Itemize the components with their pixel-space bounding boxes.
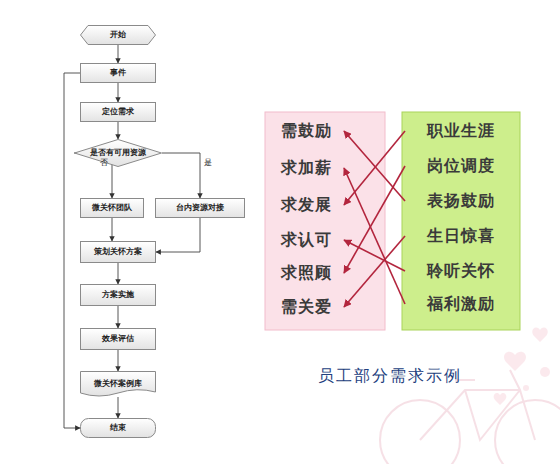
flow-connector [118,397,119,418]
process-box: 定位需求 [80,102,156,122]
caption-text: 员工部分需求示例 [290,366,490,387]
measure-word: 岗位调度 [407,155,515,177]
node-text: 职业生涯 [427,122,495,140]
measure-word: 职业生涯 [407,120,515,142]
flow-connector [118,263,119,284]
match-arrow [344,240,405,271]
process-box: 台内资源对接 [155,198,245,218]
flow-connector [112,218,113,241]
need-word: 求加薪 [270,157,342,179]
node-text: 求发展 [281,196,332,214]
need-word: 求发展 [270,194,342,216]
node-text: 需关爱 [281,298,332,316]
node-text: 求加薪 [281,159,332,177]
measures-band [402,112,520,330]
measure-word: 聆听关怀 [407,260,515,282]
node-text: 台内资源对接 [176,204,224,213]
node-text: 表扬鼓励 [427,192,495,210]
match-arrow [344,236,405,307]
end-terminal: 结束 [80,418,156,438]
flow-connector [156,218,200,252]
document-outline [81,372,156,397]
flow-connector [118,45,119,63]
node-text: 求认可 [281,231,332,249]
node-text: 策划关怀方案 [94,248,142,257]
match-arrow [344,168,405,304]
need-word: 需鼓励 [270,120,342,142]
node-text: 定位需求 [102,108,134,117]
flow-connector [74,153,112,198]
flow-connector [64,73,80,428]
node-text: 微关怀团队 [92,204,132,213]
decision-diamond: 是否有可用资源 [74,139,162,167]
node-text: 岗位调度 [427,157,495,175]
match-arrow [344,131,405,205]
flow-connector [118,83,119,102]
rounded-outline [81,419,156,438]
node-text: 需鼓励 [281,122,332,140]
need-word: 需关爱 [270,296,342,318]
flow-connector [118,122,119,139]
document-box: 微关怀案例库 [80,371,156,397]
edge-label: 是 [204,157,212,168]
edge-label: 否 [100,157,108,168]
need-word: 求认可 [270,229,342,251]
node-text: 结束 [110,424,126,433]
terminal-outline [81,26,156,45]
node-text: 开始 [110,31,126,40]
process-box: 微关怀团队 [80,198,144,218]
node-text: 是否有可用资源 [90,149,146,158]
need-word: 求照顾 [270,262,342,284]
process-box: 方案实施 [80,284,156,306]
measure-word: 福利激励 [407,293,515,315]
diamond-outline [75,140,162,167]
flow-connector [118,306,119,328]
node-text: 生日惊喜 [427,227,495,245]
measure-word: 表扬鼓励 [407,190,515,212]
flow-connector [118,350,119,371]
match-arrow [344,131,405,201]
heart-decoration [494,328,550,405]
node-text: 聆听关怀 [427,262,495,280]
node-text: 方案实施 [102,291,134,300]
start-terminal: 开始 [80,25,156,45]
node-text: 求照顾 [281,264,332,282]
measure-word: 生日惊喜 [407,225,515,247]
process-box: 效果评估 [80,328,156,350]
process-box: 事件 [80,63,156,83]
node-text: 福利激励 [427,295,495,313]
node-text: 微关怀案例库 [94,380,142,389]
match-arrow [344,166,405,273]
node-text: 效果评估 [102,335,134,344]
process-box: 策划关怀方案 [80,241,156,263]
node-text: 事件 [110,69,126,78]
flow-connector [162,153,200,198]
